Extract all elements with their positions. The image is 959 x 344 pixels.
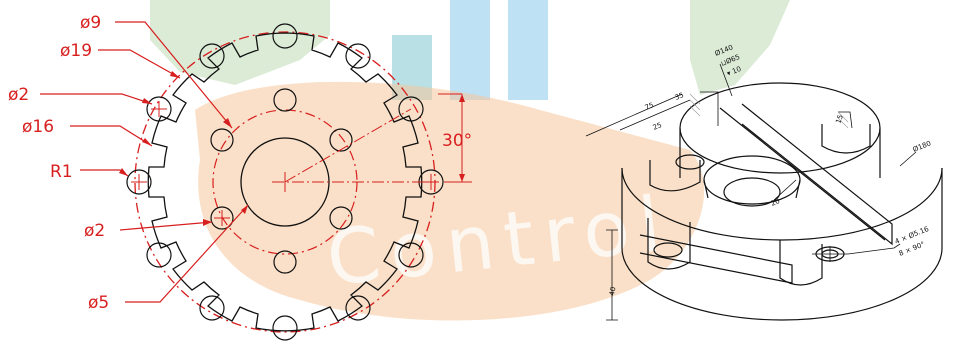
outer-notched-boundary (147, 32, 423, 332)
diagonal-slot-edge (741, 103, 893, 246)
front-view-labels: ø9 ø19 ø2 ø16 R1 ø2 ø5 30° (8, 13, 472, 313)
dim-line-top-left (585, 93, 691, 137)
watermark-leaf-shape (150, 0, 330, 85)
hatch-left (689, 93, 701, 117)
angle-dimension-line (438, 93, 472, 183)
leader-d16 (70, 125, 153, 147)
iso-hole-note-1: 4 × Ø5.16 (894, 225, 931, 246)
inner-hole-center-mark (214, 210, 230, 226)
iso-dimension-lines (585, 63, 917, 321)
iso-bolt-hole (675, 154, 705, 170)
label-angle: 30° (442, 131, 472, 151)
iso-dim-75: 75 (644, 101, 655, 112)
label-d2-top: ø2 (8, 85, 29, 105)
dim-line-vertical-left (606, 229, 618, 321)
counterbore-wall (703, 179, 801, 199)
hole-center-marks (131, 101, 439, 190)
dim-line-top-hatch (700, 91, 719, 126)
bolt-hole (272, 23, 298, 49)
base-top-front-edge (621, 167, 943, 241)
bolt-hole (398, 96, 424, 122)
center-counterbore-inner (723, 177, 781, 207)
inner-hole (210, 206, 234, 230)
diagonal-cut-line (719, 107, 886, 241)
leader-d5 (125, 204, 249, 303)
inner-hole (329, 206, 353, 230)
outer-bolt-holes (126, 23, 444, 341)
dim-leader-hole-note (847, 243, 901, 255)
center-mark (131, 174, 147, 190)
inner-hole (273, 250, 297, 274)
arrowhead (119, 168, 128, 176)
dim-leader-top-note (719, 63, 733, 97)
label-d16: ø16 (22, 117, 54, 137)
angled-centerline (284, 108, 412, 183)
dim-leader-counterbore (773, 179, 797, 201)
watermark: Control (150, 0, 790, 321)
bolt-hole (272, 315, 298, 341)
center-counterbore-outer (703, 155, 801, 205)
bolt-hole (199, 43, 225, 69)
iso-dim-15: 15 (834, 114, 845, 125)
isometric-view (585, 63, 943, 321)
base-bottom-edge (621, 168, 943, 321)
iso-dim-25: 25 (652, 121, 663, 132)
watermark-bar-2 (450, 0, 490, 100)
label-d19: ø19 (60, 41, 92, 61)
leader-d19 (98, 49, 181, 79)
notch-front-right (779, 240, 823, 286)
label-r1: R1 (50, 162, 73, 182)
arrowhead (142, 138, 152, 146)
inner-hole (273, 88, 297, 112)
boss-top-ellipse (679, 82, 881, 174)
notch-right (821, 124, 871, 154)
diagonal-slot-edge-lower (639, 234, 793, 284)
arrowhead (142, 98, 152, 104)
notch-left (649, 160, 701, 192)
dim-line-top-right (838, 111, 853, 129)
watermark-bar-3 (508, 0, 548, 100)
inner-hole (329, 128, 353, 152)
iso-hatch-marks (689, 93, 849, 129)
arrowhead (170, 71, 180, 78)
bolt-hole (146, 242, 172, 268)
leader-arrowheads (119, 71, 248, 226)
label-d9: ø9 (80, 13, 101, 33)
notch-front-left (647, 218, 691, 270)
leader-lines (40, 21, 249, 303)
inner-hole (210, 128, 234, 152)
label-d2-inner: ø2 (84, 221, 105, 241)
bolt-hole (345, 43, 371, 69)
bolt-hole (199, 295, 225, 321)
bolt-hole (345, 295, 371, 321)
arrowhead (203, 219, 212, 226)
iso-dim-100: Ø180 (912, 139, 932, 153)
label-d5: ø5 (88, 293, 109, 313)
watermark-orange-ring (195, 81, 705, 321)
watermark-green-blob (690, 0, 790, 95)
iso-hole-centerline (812, 246, 848, 262)
arrowhead (241, 205, 248, 214)
bolt-hole (126, 169, 152, 195)
center-mark (151, 101, 167, 117)
iso-bolt-hole (653, 242, 683, 258)
front-view: ø9 ø19 ø2 ø16 R1 ø2 ø5 30° (8, 13, 472, 341)
iso-dim-35: 35 (674, 91, 685, 102)
arrowhead (223, 118, 232, 128)
leader-d9 (115, 21, 233, 129)
dim-leader-right (899, 151, 917, 167)
bolt-hole (146, 96, 172, 122)
iso-dim-20: 20 (770, 197, 781, 208)
leader-d2-inner (119, 221, 213, 231)
center-mark (423, 174, 439, 190)
hatch-right (837, 111, 849, 129)
bolt-hole (398, 242, 424, 268)
leader-d2-top (40, 93, 153, 105)
iso-dim-40: 40 (608, 286, 617, 296)
inner-holes (210, 88, 353, 274)
